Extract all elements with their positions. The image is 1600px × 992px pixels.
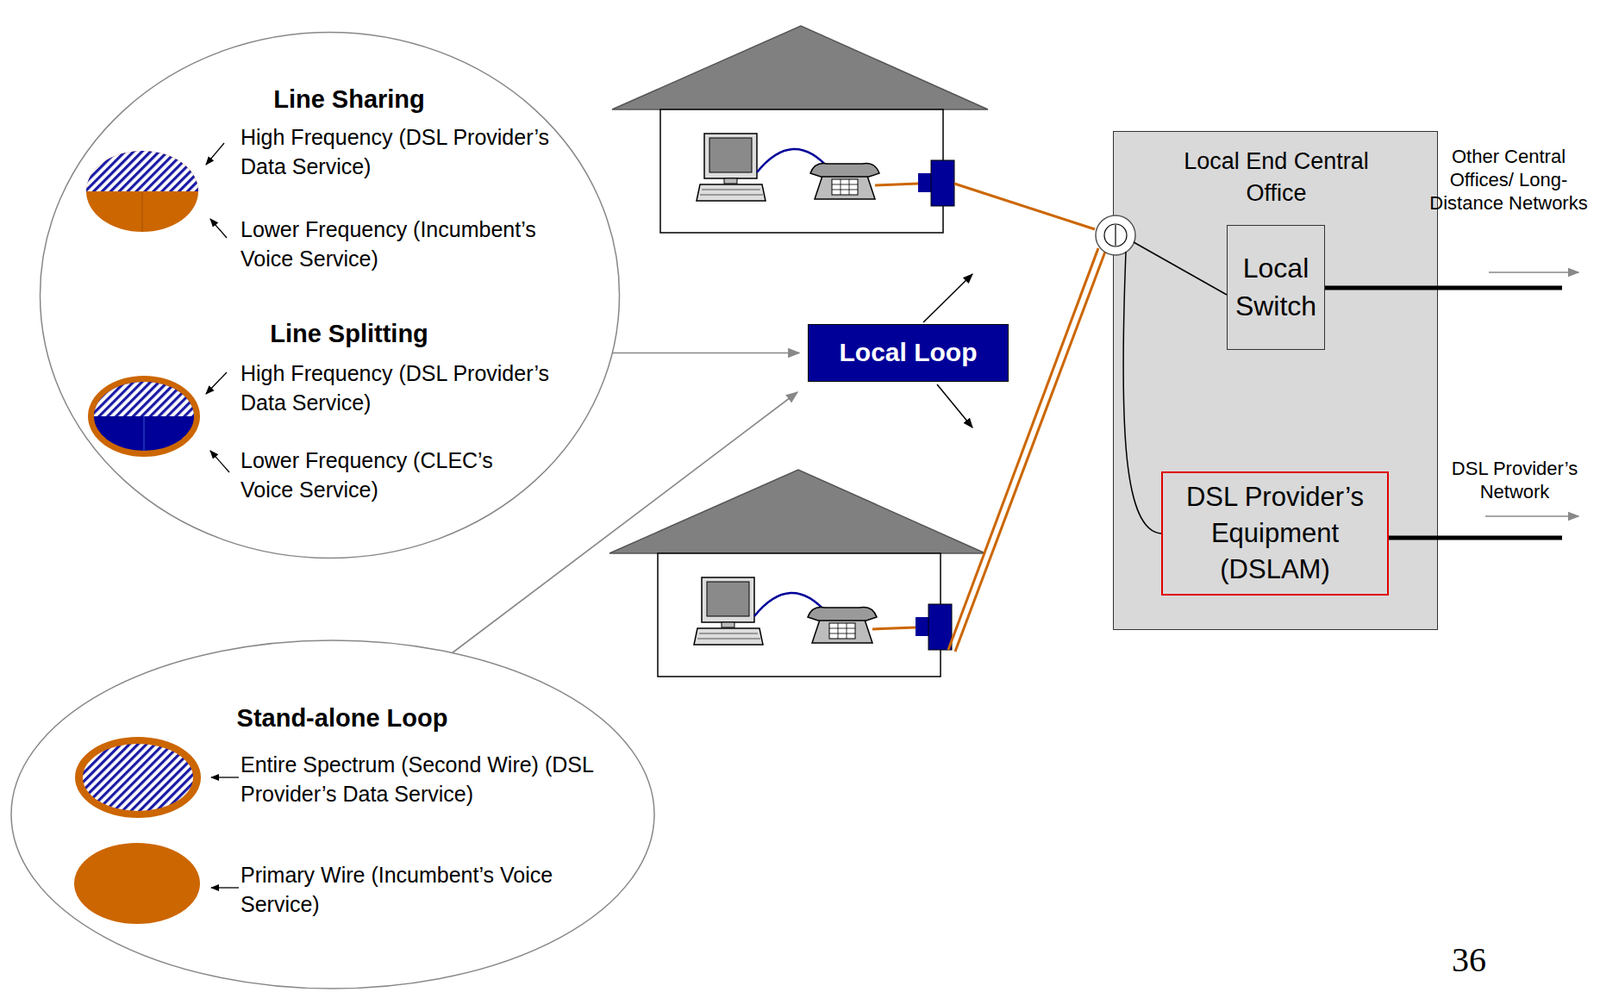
loop-box: Local Loop xyxy=(807,324,1009,382)
drawing-stroke xyxy=(93,381,194,417)
drawing-stroke xyxy=(93,381,194,451)
drawing-stroke xyxy=(206,372,227,394)
drawing-stroke xyxy=(143,416,145,451)
drawing-stroke xyxy=(1104,224,1127,247)
pointer-arrow xyxy=(937,384,973,428)
drawing-stroke xyxy=(75,737,201,819)
drawing-stroke xyxy=(211,776,239,778)
node-text: Primary Wire (Incumbent’s Voice Service) xyxy=(240,860,607,919)
drawing-stroke xyxy=(82,743,194,812)
drawing-stroke xyxy=(142,191,144,232)
loop-wire xyxy=(948,248,1099,650)
node-text: Stand-alone Loop xyxy=(204,701,481,736)
node-text: Local Switch xyxy=(1232,250,1319,325)
option-ellipse-shape xyxy=(10,639,656,990)
node-text: Local End Central Office xyxy=(1182,145,1370,209)
loop-wire xyxy=(954,183,1095,230)
node-text: Lower Frequency (CLEC’s Voice Service) xyxy=(240,445,543,505)
connector-arrow xyxy=(612,352,800,355)
drawing-stroke xyxy=(210,450,230,473)
node-text: Entire Spectrum (Second Wire) (DSL Provi… xyxy=(240,750,607,809)
option-ellipse: Stand-alone LoopEntire Spectrum (Second … xyxy=(10,639,656,990)
drawing-stroke xyxy=(40,32,620,559)
drawing-stroke xyxy=(86,150,199,192)
page-number: 36 xyxy=(1451,939,1504,981)
drawing-stroke xyxy=(1388,536,1563,541)
node-text: High Frequency (DSL Provider’s Data Serv… xyxy=(240,122,569,182)
drawing-stroke xyxy=(1325,286,1563,291)
option-circle: Line SharingHigh Frequency (DSL Provider… xyxy=(38,31,621,560)
dslam-box: DSL Provider’s Equipment (DSLAM) xyxy=(1161,471,1389,596)
node-text: Line Sharing xyxy=(211,82,488,117)
drawing-stroke xyxy=(11,640,655,989)
drawing-stroke xyxy=(1095,215,1136,256)
drawing-stroke xyxy=(1133,242,1227,295)
node-text: Lower Frequency (Incumbent’s Voice Servi… xyxy=(240,214,577,274)
network-label: Other Central Offices/ Long-Distance Net… xyxy=(1424,144,1594,215)
drawing-stroke xyxy=(210,218,227,238)
switch-box: Local Switch xyxy=(1226,225,1325,350)
house-bottom xyxy=(609,469,986,677)
node-text: High Frequency (DSL Provider’s Data Serv… xyxy=(240,358,577,418)
drawing-stroke xyxy=(211,887,239,888)
house-top xyxy=(612,25,988,233)
drawing-stroke xyxy=(86,150,199,232)
office-box: Local End Central OfficeLocal SwitchDSL … xyxy=(1112,131,1438,631)
drawing-stroke xyxy=(1123,251,1162,534)
node-text: Line Splitting xyxy=(211,317,488,351)
drawing-stroke xyxy=(87,375,200,457)
pointer-arrow xyxy=(923,274,973,323)
drawing-stroke xyxy=(1488,271,1579,274)
drawing-stroke xyxy=(1485,515,1579,518)
drawing-stroke xyxy=(206,143,225,165)
loop-wire xyxy=(955,251,1106,652)
drawing-stroke xyxy=(1114,225,1116,246)
node-text: Local Loop xyxy=(839,335,978,371)
node-text: DSL Provider’s Equipment (DSLAM) xyxy=(1168,479,1382,588)
network-label: DSL Provider’s Network xyxy=(1434,456,1595,504)
drawing-stroke xyxy=(74,843,200,925)
